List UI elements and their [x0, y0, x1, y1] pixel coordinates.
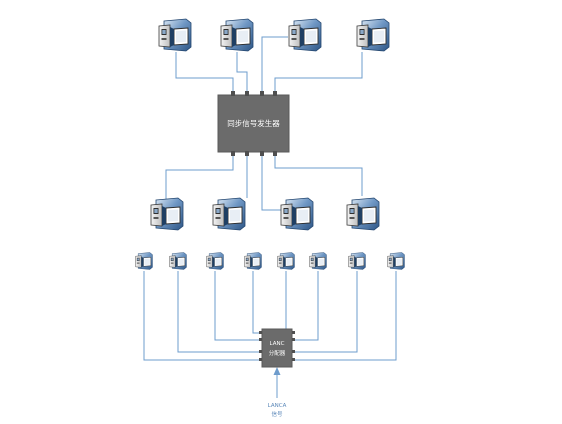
lanc-distributor-label-line1: LANC: [270, 341, 285, 347]
camera-row-bottom: [135, 252, 405, 270]
video-camera-icon: [212, 197, 246, 231]
wire-bottom-camera-3: [214, 271, 262, 341]
lanc-distributor-label-line2: 分配器: [269, 349, 286, 357]
lanc-input-label-line1: LANCA: [268, 403, 287, 409]
wires-middle: [165, 152, 363, 211]
wire-bottom-camera-8: [292, 271, 397, 361]
wire-bottom-camera-5: [285, 271, 292, 334]
wire-bottom-camera-2: [177, 271, 262, 353]
wire-bottom-camera-4: [252, 271, 262, 334]
wire-mid-camera-3: [261, 152, 282, 211]
lanc-distributor: LANC 分配器: [259, 328, 295, 368]
sync-generator-pins-bottom: [231, 151, 277, 156]
sync-generator-box: [217, 94, 290, 153]
video-camera-icon: [288, 18, 322, 52]
sync-generator-label: 同步信号发生器: [227, 118, 280, 128]
video-camera-icon: [280, 197, 314, 231]
sync-generator: 同步信号发生器: [217, 91, 290, 156]
video-camera-icon: [220, 18, 254, 52]
video-camera-icon: [346, 197, 380, 231]
video-camera-icon: [277, 252, 295, 270]
lanc-input-label-line2: 信号: [271, 410, 283, 418]
video-camera-icon: [135, 252, 153, 270]
lanc-distributor-box: [261, 328, 293, 368]
video-camera-icon: [150, 197, 184, 231]
wire-mid-camera-4: [274, 152, 363, 196]
lanc-distributor-pins: [259, 331, 295, 361]
wire-top-camera-2: [236, 52, 248, 95]
video-camera-icon: [309, 252, 327, 270]
video-camera-icon: [387, 252, 405, 270]
video-camera-icon: [169, 252, 187, 270]
wire-bottom-camera-6: [292, 271, 319, 341]
video-camera-icon: [348, 252, 366, 270]
wires-bottom: [143, 271, 397, 361]
wire-top-camera-3: [261, 36, 288, 95]
video-camera-icon: [244, 252, 262, 270]
camera-row-top: [158, 18, 390, 52]
wire-mid-camera-1: [165, 152, 234, 200]
video-camera-icon: [356, 18, 390, 52]
lanc-input-arrow: [273, 367, 281, 398]
video-camera-icon: [206, 252, 224, 270]
wire-top-camera-4: [274, 52, 363, 95]
video-camera-icon: [158, 18, 192, 52]
sync-generator-pins-top: [231, 91, 277, 96]
camera-row-middle: [150, 197, 380, 231]
wire-bottom-camera-1: [143, 271, 262, 361]
wires-top: [175, 36, 363, 95]
wire-bottom-camera-7: [292, 271, 358, 353]
wire-top-camera-1: [175, 52, 234, 95]
